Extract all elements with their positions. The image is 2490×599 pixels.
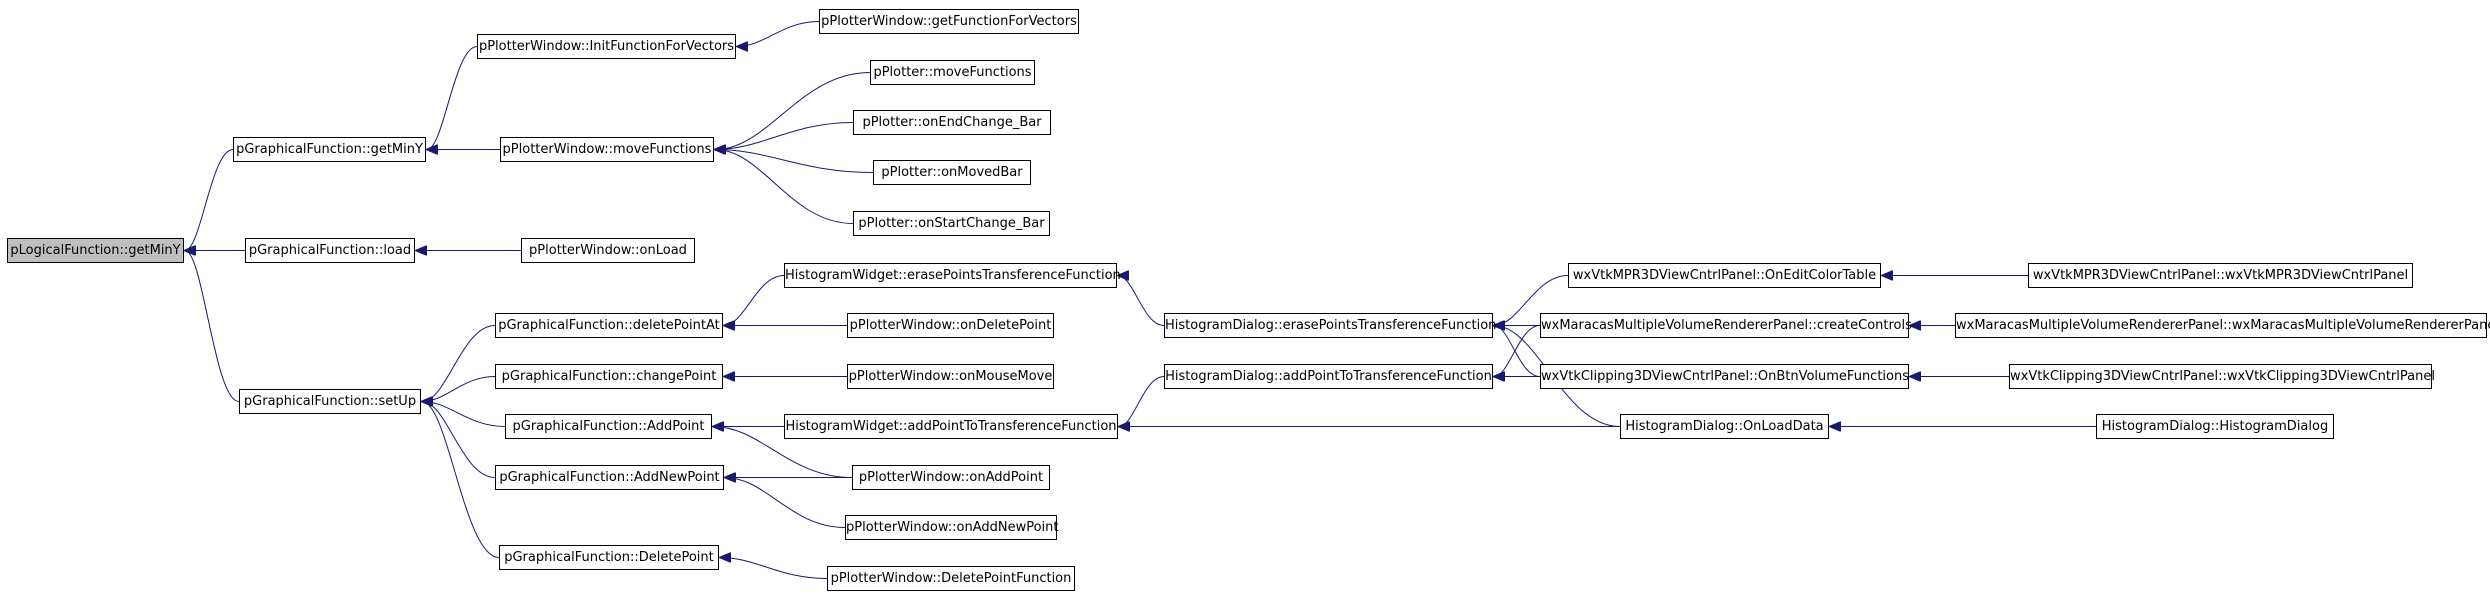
node-pplotter-onstartchange-bar[interactable]: pPlotter::onStartChange_Bar [853,211,1050,236]
node-histogramwidget-erasepointstransferencefunction[interactable]: HistogramWidget::erasePointsTransference… [784,263,1121,288]
edge-n7-to-n5 [737,21,820,47]
edge-n5-to-n2 [427,46,478,150]
node-histogramwidget-addpointtotransferencefunction[interactable]: HistogramWidget::addPointToTransferenceF… [784,414,1118,439]
edge-n23-to-n16 [725,478,846,528]
node-wxmaracasmultiplevolumerendererpanel-constructor[interactable]: wxMaracasMultipleVolumeRendererPanel::wx… [1955,313,2490,338]
node-pplotterwindow-onaddnewpoint[interactable]: pPlotterWindow::onAddNewPoint [845,515,1059,540]
node-pgraphicalfunction-deletepoint[interactable]: pGraphicalFunction::DeletePoint [499,545,719,570]
node-pgraphicalfunction-addpoint[interactable]: pGraphicalFunction::AddPoint [505,414,712,439]
node-pplotterwindow-movefunctions[interactable]: pPlotterWindow::moveFunctions [500,137,714,162]
edge-n24-to-n17 [720,558,828,579]
node-pplotter-onmovedbar[interactable]: pPlotter::onMovedBar [873,160,1031,185]
node-pplotterwindow-deletepointfunction[interactable]: pPlotterWindow::DeletePointFunction [827,566,1075,591]
node-histogramdialog-addpointtotransferencefunction[interactable]: HistogramDialog::addPointToTransferenceF… [1164,364,1493,389]
edge-n10-to-n6 [715,150,874,173]
edge-n22-to-n15 [713,427,853,478]
node-pgraphicalfunction-getminy[interactable]: pGraphicalFunction::getMinY [233,137,426,162]
node-pgraphicalfunction-addnewpoint[interactable]: pGraphicalFunction::AddNewPoint [495,465,724,490]
node-histogramdialog-constructor[interactable]: HistogramDialog::HistogramDialog [2096,414,2334,439]
node-wxvtkclipping3dviewcntrlpanel-onbtnvolumefunctions[interactable]: wxVtkClipping3DViewCntrlPanel::OnBtnVolu… [1540,364,1909,389]
node-pplotterwindow-onmousemove[interactable]: pPlotterWindow::onMouseMove [847,364,1054,389]
edge-n18-to-n13 [724,275,785,326]
node-wxvtkmpr3dviewcntrlpanel-oneditcolortable[interactable]: wxVtkMPR3DViewCntrlPanel::OnEditColorTab… [1568,263,1881,288]
node-pplotter-movefunctions[interactable]: pPlotter::moveFunctions [870,60,1035,85]
node-histogramdialog-onloaddata[interactable]: HistogramDialog::OnLoadData [1620,414,1829,439]
node-pplotterwindow-ondeletepoint[interactable]: pPlotterWindow::onDeletePoint [847,313,1054,338]
edge-n13-to-n4 [422,325,496,402]
node-wxmaracasmultiplevolumerendererpanel-createcontrols[interactable]: wxMaracasMultipleVolumeRendererPanel::cr… [1540,313,1912,338]
node-wxvtkclipping3dviewcntrlpanel-constructor[interactable]: wxVtkClipping3DViewCntrlPanel::wxVtkClip… [2009,364,2435,389]
edge-layer [185,21,2096,579]
edge-n8-to-n6 [715,72,871,150]
node-pgraphicalfunction-changepoint[interactable]: pGraphicalFunction::changePoint [495,364,723,389]
node-pplotter-onendchange-bar[interactable]: pPlotter::onEndChange_Bar [853,110,1051,135]
node-pplotterwindow-onaddpoint[interactable]: pPlotterWindow::onAddPoint [852,465,1050,490]
node-pgraphicalfunction-setup[interactable]: pGraphicalFunction::setUp [239,389,421,414]
edge-n14-to-n4 [422,376,496,402]
edge-n4-to-n1 [185,251,240,402]
node-wxvtkmpr3dviewcntrlpanel-constructor[interactable]: wxVtkMPR3DViewCntrlPanel::wxVtkMPR3DView… [2028,263,2413,288]
node-pplotterwindow-getfunctionforvectors[interactable]: pPlotterWindow::getFunctionForVectors [819,9,1079,34]
node-pgraphicalfunction-load[interactable]: pGraphicalFunction::load [245,238,415,263]
edge-n25-to-n18 [1118,276,1165,326]
edge-n9-to-n6 [715,122,854,150]
node-histogramdialog-erasepointstransferencefunction[interactable]: HistogramDialog::erasePointsTransference… [1164,313,1496,338]
edge-n11-to-n6 [715,150,854,224]
edge-n26-to-n21 [1119,376,1165,427]
node-root-plogicalfunction-getminy: pLogicalFunction::getMinY [7,238,184,263]
node-pgraphicalfunction-deletepointat[interactable]: pGraphicalFunction::deletePointAt [495,313,723,338]
node-pplotterwindow-onload[interactable]: pPlotterWindow::onLoad [521,238,695,263]
edge-n17-to-n4 [422,402,500,558]
node-pplotterwindow-initfunctionforvectors[interactable]: pPlotterWindow::InitFunctionForVectors [477,34,736,59]
edge-n2-to-n1 [185,149,234,251]
